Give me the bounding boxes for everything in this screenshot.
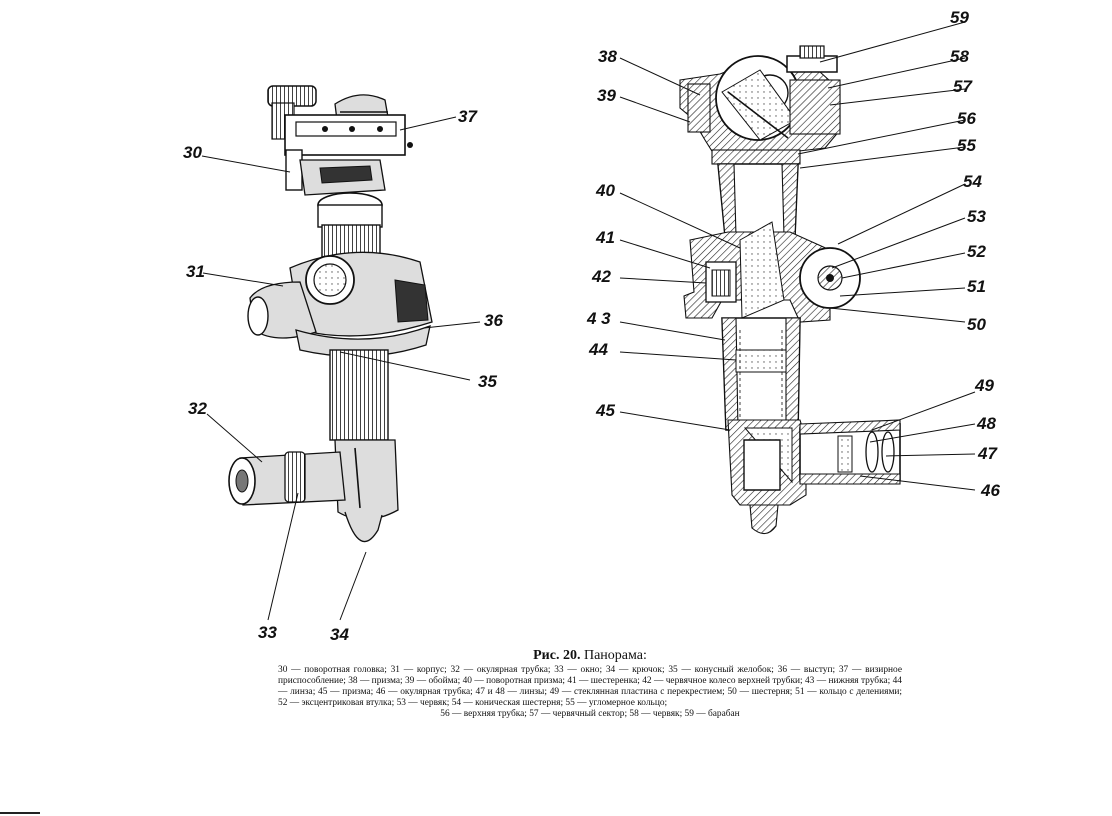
label-40: 40 [595,181,615,200]
label-44: 44 [588,340,608,359]
label-34: 34 [330,625,349,644]
label-39: 39 [597,86,616,105]
label-56: 56 [957,109,976,128]
caption-legend-text: 30 — поворотная головка; 31 — корпус; 32… [278,665,902,708]
label-30: 30 [183,143,202,162]
label-57: 57 [953,77,973,96]
label-54: 54 [963,172,982,191]
label-36: 36 [484,311,503,330]
caption-figure-number: Рис. 20. [533,648,581,663]
label-33: 33 [258,623,277,642]
page-edge-mark [0,812,40,814]
label-38: 38 [598,47,617,66]
label-58: 58 [950,47,969,66]
label-37: 37 [458,107,478,126]
label-51: 51 [967,277,986,296]
label-45: 45 [595,401,615,420]
panorama-external-view [228,85,433,542]
label-47: 47 [977,444,998,463]
label-46: 46 [980,481,1000,500]
label-49: 49 [974,376,994,395]
label-52: 52 [967,242,986,261]
caption-legend-last-line: 56 — верхняя трубка; 57 — червячный сект… [440,709,740,719]
label-55: 55 [957,136,976,155]
label-53: 53 [967,207,986,226]
left-leader-lines [201,116,481,621]
caption-figure-title: Панорама: [583,648,647,663]
figure-caption: Рис. 20. Панорама: 30 — поворотная голов… [278,648,902,720]
label-42: 42 [591,267,611,286]
label-48: 48 [976,414,996,433]
label-41: 41 [595,228,615,247]
label-59: 59 [950,8,969,27]
label-43: 4 3 [586,309,611,328]
caption-legend: 30 — поворотная головка; 31 — корпус; 32… [278,665,902,720]
right-leader-lines [619,21,976,491]
label-31: 31 [186,262,205,281]
label-32: 32 [188,399,207,418]
label-50: 50 [967,315,986,334]
panorama-section-view [679,45,901,535]
caption-title: Рис. 20. Панорама: [278,648,902,663]
label-35: 35 [478,372,497,391]
